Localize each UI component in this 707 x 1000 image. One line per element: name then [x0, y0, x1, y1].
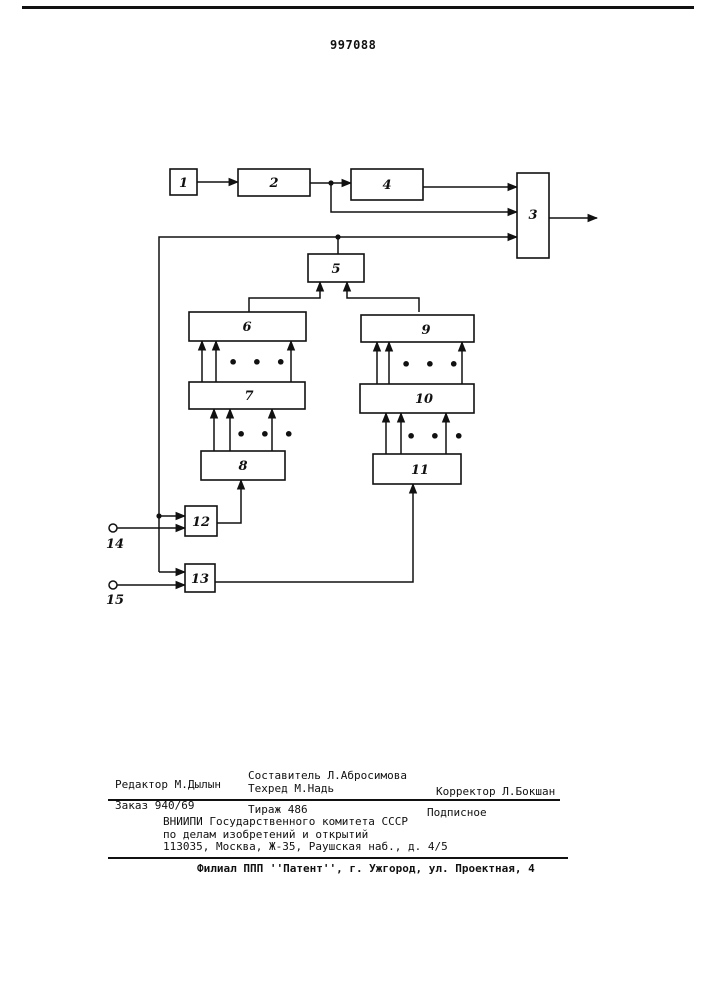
- imprint-compiler: Составитель Л.Абросимова: [248, 769, 407, 782]
- block-13-label: 13: [191, 572, 209, 587]
- block-4-label: 4: [382, 178, 391, 193]
- bus-ellipsis: • • •: [228, 353, 290, 372]
- block-9-label: 9: [421, 323, 430, 338]
- imprint-techred: Техред М.Надь: [248, 782, 334, 795]
- block-9: 9: [361, 315, 474, 342]
- terminal-15-label: 15: [106, 593, 124, 608]
- bus-ellipsis: • • •: [401, 355, 463, 374]
- block-13: 13: [185, 564, 215, 592]
- block-12-label: 12: [192, 515, 210, 530]
- imprint-rule: [108, 857, 568, 859]
- block-8-label: 8: [238, 459, 247, 474]
- block-1: 1: [170, 169, 197, 195]
- imprint-corrector: Корректор Л.Бокшан: [436, 785, 555, 798]
- block-3-label: 3: [528, 208, 537, 223]
- imprint-org-line1: ВНИИПИ Государственного комитета СССР: [163, 815, 408, 828]
- block-8: 8: [201, 451, 285, 480]
- block-12: 12: [185, 506, 217, 536]
- block-3: 3: [517, 173, 549, 258]
- block-5: 5: [308, 254, 364, 282]
- imprint-branch: Филиал ППП ''Патент'', г. Ужгород, ул. П…: [197, 862, 535, 875]
- block-1-label: 1: [179, 176, 188, 191]
- wire-12-8: [217, 480, 241, 523]
- block-4: 4: [351, 169, 423, 200]
- imprint-org-address: 113035, Москва, Ж-35, Раушская наб., д. …: [163, 840, 448, 853]
- wire-6-5: [249, 282, 320, 312]
- imprint-editor: Редактор М.Дылын: [115, 778, 221, 791]
- block-6-label: 6: [242, 320, 251, 335]
- block-diagram: 1 2 4 3 5 6 9 7: [0, 0, 707, 700]
- block-10-label: 10: [415, 392, 433, 407]
- wire-13-11: [215, 484, 413, 582]
- terminal-14-label: 14: [106, 537, 124, 552]
- block-11-label: 11: [411, 463, 429, 478]
- terminal-15-circle: [109, 581, 117, 589]
- wire-feedback: [159, 237, 169, 572]
- block-5-label: 5: [331, 262, 340, 277]
- imprint-order: Заказ 940/69: [115, 799, 194, 812]
- imprint-subscription: Подписное: [427, 806, 487, 819]
- bus-ellipsis: • • •: [236, 425, 298, 444]
- terminal-14-circle: [109, 524, 117, 532]
- block-2: 2: [238, 169, 310, 196]
- bus-ellipsis: • • •: [406, 427, 468, 446]
- block-7-label: 7: [244, 389, 253, 404]
- block-2-label: 2: [268, 176, 278, 191]
- block-10: 10: [360, 384, 474, 413]
- block-11: 11: [373, 454, 461, 484]
- block-7: 7: [189, 382, 305, 409]
- wire-9-5: [347, 282, 419, 312]
- block-6: 6: [189, 312, 306, 341]
